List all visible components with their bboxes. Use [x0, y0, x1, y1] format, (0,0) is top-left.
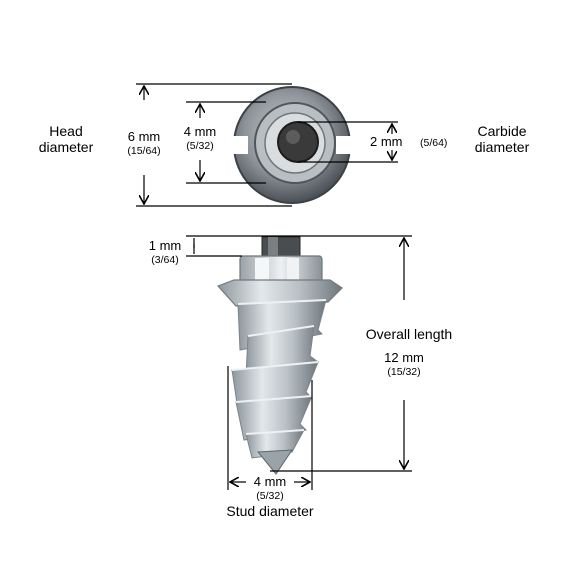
dimension-lines	[136, 83, 412, 490]
carbide-protrusion-value: 1 mm (3/64)	[136, 238, 194, 266]
carbide-protrusion-metric: 1 mm	[148, 238, 182, 253]
carbide-diameter-imperial: (5/64)	[420, 137, 448, 149]
inner-diameter-value: 4 mm (5/32)	[170, 124, 230, 152]
stud-side-view	[216, 236, 343, 475]
overall-length-value: 12 mm (15/32)	[370, 350, 438, 378]
carbide-diameter-label: Carbide diameter	[464, 123, 540, 155]
head-diameter-value: 6 mm (15/64)	[112, 129, 176, 157]
stud-diameter-label: Stud diameter	[226, 503, 314, 519]
carbide-protrusion-imperial: (3/64)	[151, 253, 179, 266]
head-diameter-label-line1: Head	[49, 123, 83, 139]
head-diameter-imperial: (15/64)	[127, 144, 161, 157]
overall-length-imperial: (15/32)	[387, 365, 421, 378]
inner-diameter-imperial: (5/32)	[186, 139, 214, 152]
head-diameter-metric: 6 mm	[127, 129, 161, 144]
overall-length-metric: 12 mm	[384, 350, 424, 365]
carbide-diameter-metric: 2 mm	[370, 134, 403, 149]
stud-diameter-value: 4 mm (5/32)	[240, 474, 300, 502]
stud-diameter-imperial: (5/32)	[256, 489, 284, 502]
head-diameter-label-line2: diameter	[38, 139, 94, 156]
head-diameter-label: Head diameter	[30, 123, 102, 155]
stud-head-top-view	[226, 86, 358, 204]
carbide-diameter-label-line1: Carbide	[477, 123, 527, 139]
inner-diameter-metric: 4 mm	[183, 124, 217, 139]
stud-diameter-metric: 4 mm	[253, 474, 287, 489]
overall-length-label: Overall length	[365, 326, 453, 342]
carbide-diameter-label-line2: diameter	[474, 139, 530, 156]
